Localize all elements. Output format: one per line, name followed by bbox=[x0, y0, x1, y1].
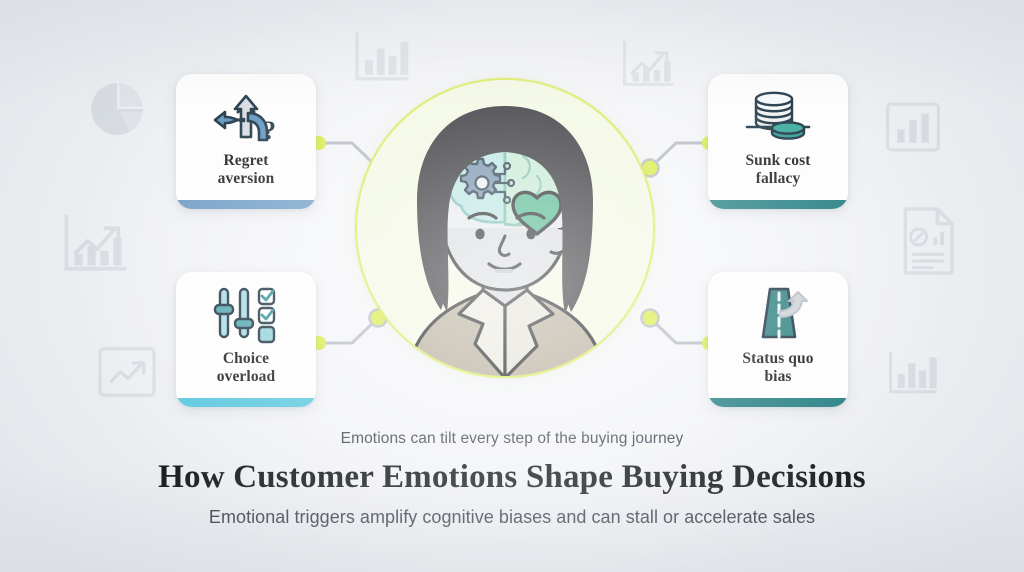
text-block: Emotions can tilt every step of the buyi… bbox=[0, 430, 1024, 528]
card-sunk-cost-fallacy[interactable]: Sunk cost fallacy bbox=[708, 74, 848, 209]
bar-chart-watermark bbox=[884, 348, 942, 400]
card-label: Sunk cost fallacy bbox=[745, 152, 811, 188]
pie-chart-watermark bbox=[86, 78, 148, 140]
coin-stack-icon bbox=[743, 80, 813, 152]
eyebrow-text: Emotions can tilt every step of the buyi… bbox=[340, 430, 684, 447]
growth-chart-watermark bbox=[58, 212, 130, 280]
eye-left bbox=[475, 228, 485, 240]
card-choice-overload[interactable]: Choice overload bbox=[176, 272, 316, 407]
branching-arrows-question-icon: ? bbox=[213, 80, 279, 152]
card-label: Choice overload bbox=[216, 350, 276, 386]
page-title: How Customer Emotions Shape Buying Decis… bbox=[158, 459, 866, 495]
svg-text:?: ? bbox=[263, 116, 276, 145]
line-chart-frame-watermark bbox=[96, 345, 158, 399]
card-accent-bar bbox=[176, 398, 316, 407]
subtitle-text: Emotional triggers amplify cognitive bia… bbox=[208, 507, 816, 527]
woman-portrait-illustration bbox=[405, 106, 607, 376]
document-report-watermark bbox=[898, 205, 958, 277]
card-label: Regret aversion bbox=[217, 152, 275, 188]
card-regret-aversion[interactable]: ? Regret aversion bbox=[176, 74, 316, 209]
central-illustration bbox=[355, 78, 655, 378]
card-status-quo-bias[interactable]: Status quo bias bbox=[708, 272, 848, 407]
card-accent-bar bbox=[176, 200, 316, 209]
road-exit-arrow-icon bbox=[743, 278, 813, 350]
card-label: Status quo bias bbox=[742, 350, 814, 386]
sliders-checklist-icon bbox=[212, 278, 280, 350]
eye-right bbox=[526, 228, 536, 240]
card-accent-bar bbox=[708, 398, 848, 407]
card-accent-bar bbox=[708, 200, 848, 209]
bar-chart-watermark bbox=[884, 100, 942, 154]
